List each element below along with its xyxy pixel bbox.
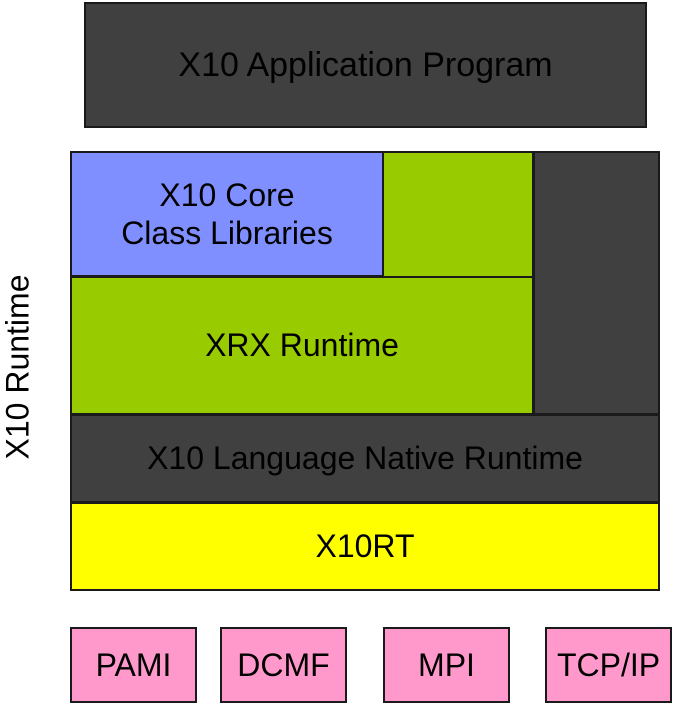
application-program-block: X10 Application Program <box>84 2 647 128</box>
x10rt-label: X10RT <box>315 528 415 565</box>
application-program-label: X10 Application Program <box>178 45 553 84</box>
transport-mpi: MPI <box>383 627 510 703</box>
x10rt-block: X10RT <box>70 502 660 591</box>
transport-tcpip: TCP/IP <box>545 627 672 703</box>
transport-label: PAMI <box>95 646 172 683</box>
transport-pami: PAMI <box>70 627 197 703</box>
transport-dcmf: DCMF <box>220 627 347 703</box>
transport-label: TCP/IP <box>556 646 661 683</box>
native-runtime-label: X10 Language Native Runtime <box>147 440 583 477</box>
xrx-runtime-block: XRX Runtime <box>70 276 534 415</box>
transport-label: MPI <box>418 646 475 683</box>
core-class-libraries-block: X10 Core Class Libraries <box>70 151 384 277</box>
core-class-libraries-label: X10 Core Class Libraries <box>121 176 333 251</box>
dark-side-column <box>533 151 660 415</box>
x10-runtime-side-label: X10 Runtime <box>0 274 36 460</box>
native-runtime-block: X10 Language Native Runtime <box>70 414 660 503</box>
transport-label: DCMF <box>237 646 330 683</box>
xrx-runtime-label: XRX Runtime <box>205 327 399 364</box>
